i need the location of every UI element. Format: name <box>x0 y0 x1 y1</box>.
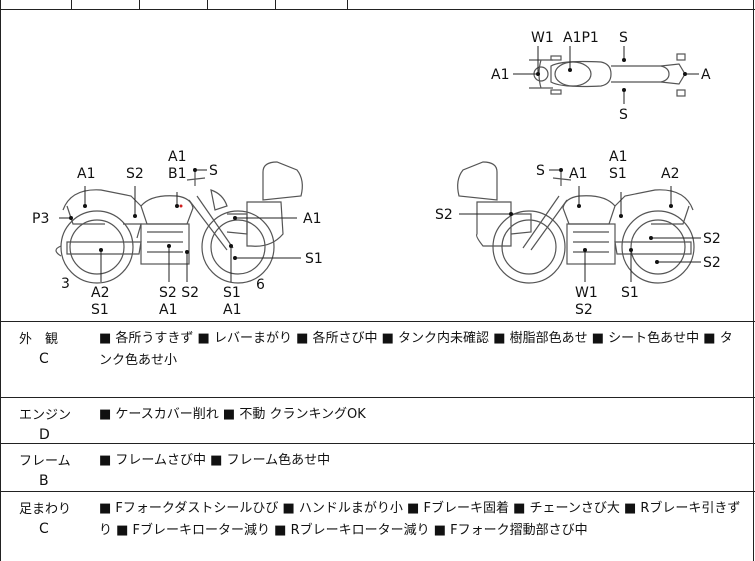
label-right-s2-low: S2 <box>703 255 721 271</box>
header-cell <box>71 0 140 9</box>
condition-row-exterior: 外 観 C ■ 各所うすきず ■ レバーまがり ■ 各所さび中 ■ タンク内未確… <box>1 321 755 397</box>
condition-row-frame: フレーム B ■ フレームさび中 ■ フレーム色あせ中 <box>1 443 755 491</box>
label-top-a-right: A <box>701 67 711 83</box>
label-left-s1-bottom: S1 <box>91 302 109 318</box>
header-cell <box>207 0 276 9</box>
condition-row-suspension: 足まわり C ■ Fフォークダストシールひび ■ ハンドルまがり小 ■ Fブレー… <box>1 491 755 561</box>
label-top-s-lower: S <box>619 107 628 123</box>
label-left-s1-mid: S1 <box>223 285 241 301</box>
category-grade: B <box>39 473 49 489</box>
category-grade: D <box>39 427 50 443</box>
motorcycle-damage-diagram: W1 A1P1 S A1 A S <box>1 10 755 321</box>
label-left-s2: S2 <box>126 166 144 182</box>
category-grade: C <box>39 351 49 367</box>
label-right-s: S <box>536 163 545 179</box>
label-left-a1-top: A1 <box>168 149 186 165</box>
condition-row-engine: エンジン D ■ ケースカバー削れ ■ 不動 クランキングOK <box>1 397 755 443</box>
label-left-b1: B1 <box>168 166 187 182</box>
label-left-a1-right: A1 <box>303 211 321 227</box>
condition-description: ■ フレームさび中 ■ フレーム色あせ中 <box>99 453 331 468</box>
category-name: 外 観 <box>19 332 59 347</box>
header-table-strip <box>1 0 755 10</box>
label-left-s2-pair: S2 S2 <box>159 285 199 301</box>
label-right-s2-mid: S2 <box>703 231 721 247</box>
label-top-w1: W1 <box>531 30 554 46</box>
top-view-motorcycle <box>529 53 687 97</box>
label-right-s1-bottom: S1 <box>621 285 639 301</box>
diagram-canvas: W1 A1P1 S A1 A S <box>32 30 721 318</box>
label-left-a1-under-s1: A1 <box>223 302 241 318</box>
label-right-s2-left: S2 <box>435 207 453 223</box>
label-right-w1: W1 <box>575 285 598 301</box>
header-cell <box>1 0 72 9</box>
left-side-motorcycle <box>55 161 303 284</box>
condition-description: ■ ケースカバー削れ ■ 不動 クランキングOK <box>99 407 366 422</box>
label-top-a1-left: A1 <box>491 67 509 83</box>
label-right-a2: A2 <box>661 166 679 182</box>
label-left-a1-rear: A1 <box>77 166 95 182</box>
condition-description: ■ Fフォークダストシールひび ■ ハンドルまがり小 ■ Fブレーキ固着 ■ チ… <box>99 501 741 538</box>
label-left-s: S <box>209 163 218 179</box>
label-left-s1-right: S1 <box>305 251 323 267</box>
category-name: フレーム <box>19 454 71 469</box>
category-name: エンジン <box>19 408 72 423</box>
label-right-a1-inner: A1 <box>569 166 587 182</box>
label-left-num3: 3 <box>61 276 70 292</box>
category-name: 足まわり <box>19 502 72 517</box>
label-top-s-upper: S <box>619 30 628 46</box>
right-side-motorcycle <box>457 161 695 284</box>
label-left-p3: P3 <box>32 211 49 227</box>
header-cell <box>139 0 208 9</box>
header-cell <box>275 0 348 9</box>
label-top-a1p1: A1P1 <box>563 30 599 46</box>
label-right-s1-upper: S1 <box>609 166 627 182</box>
label-left-a2: A2 <box>91 285 109 301</box>
label-right-s2-bottom: S2 <box>575 302 593 318</box>
label-right-a1-upper: A1 <box>609 149 627 165</box>
label-left-a1-under-s2: A1 <box>159 302 177 318</box>
condition-description: ■ 各所うすきず ■ レバーまがり ■ 各所さび中 ■ タンク内未確認 ■ 樹脂… <box>99 331 733 368</box>
category-grade: C <box>39 521 49 537</box>
condition-table: 外 観 C ■ 各所うすきず ■ レバーまがり ■ 各所さび中 ■ タンク内未確… <box>1 321 755 561</box>
label-left-num6: 6 <box>256 277 265 293</box>
